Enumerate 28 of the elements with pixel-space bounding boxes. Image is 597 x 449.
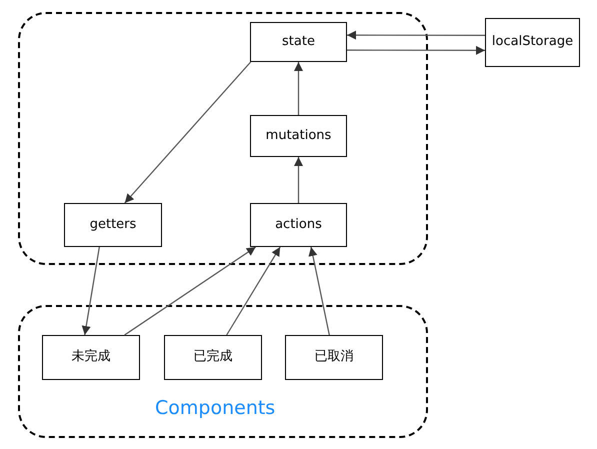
process-box — [285, 335, 383, 380]
process-box — [250, 115, 347, 157]
process-box — [64, 203, 162, 247]
arrow — [82, 246, 100, 336]
arrow — [124, 246, 256, 336]
arrow — [294, 62, 303, 115]
dashed-group-frame — [18, 12, 428, 265]
arrow — [308, 246, 330, 336]
process-box — [42, 335, 140, 380]
box-label: 已完成 — [192, 349, 234, 366]
arrow — [226, 246, 281, 336]
dashed-group-frame — [18, 305, 428, 438]
box-label: state — [281, 34, 316, 50]
arrow — [124, 62, 252, 204]
process-box — [250, 22, 347, 62]
process-box — [250, 203, 347, 247]
box-label: getters — [88, 216, 138, 234]
arrow — [347, 30, 485, 40]
group-title: Components — [155, 396, 276, 420]
box-label: actions — [274, 216, 323, 234]
box-label: mutations — [264, 128, 332, 144]
box-label: localStorage — [490, 34, 574, 51]
process-box — [485, 18, 580, 67]
box-label: 未完成 — [70, 349, 112, 366]
arrow — [294, 157, 303, 203]
box-label: 已取消 — [314, 349, 354, 366]
arrow — [347, 46, 485, 55]
process-box — [164, 335, 262, 380]
